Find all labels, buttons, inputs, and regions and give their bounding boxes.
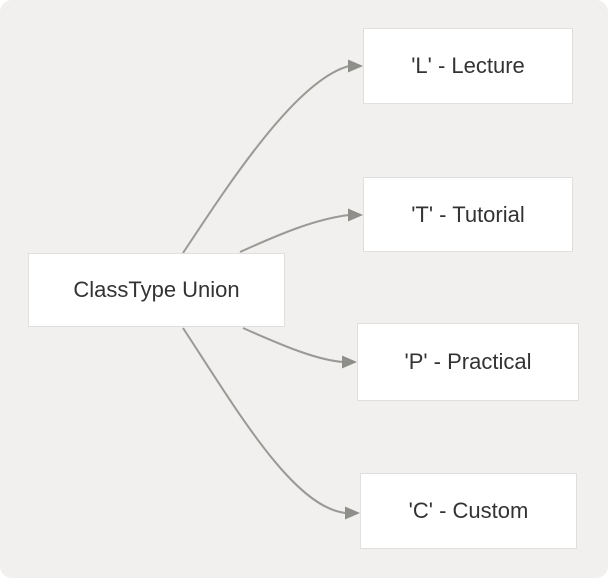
node-practical-label: 'P' - Practical	[404, 349, 532, 374]
edge-union-to-lecture	[182, 65, 350, 254]
edge-union-to-custom	[182, 327, 347, 514]
edge-union-to-practical	[242, 327, 344, 363]
edge-union-to-lecture-arrowhead-icon	[348, 59, 363, 73]
node-custom-label: 'C' - Custom	[408, 498, 529, 523]
edge-union-to-custom-arrowhead-icon	[345, 506, 360, 520]
node-lecture-label: 'L' - Lecture	[411, 53, 525, 78]
node-practical: 'P' - Practical	[357, 323, 579, 401]
node-custom: 'C' - Custom	[360, 473, 577, 549]
edge-union-to-practical-arrowhead-icon	[342, 355, 357, 369]
edge-union-to-tutorial	[239, 214, 350, 253]
node-tutorial-label: 'T' - Tutorial	[411, 201, 525, 227]
node-lecture: 'L' - Lecture	[363, 28, 573, 104]
edge-union-to-tutorial-arrowhead-icon	[348, 208, 363, 222]
node-classtype-union-label: ClassType Union	[73, 277, 240, 302]
node-tutorial: 'T' - Tutorial	[363, 177, 573, 252]
node-classtype-union: ClassType Union	[28, 253, 285, 327]
